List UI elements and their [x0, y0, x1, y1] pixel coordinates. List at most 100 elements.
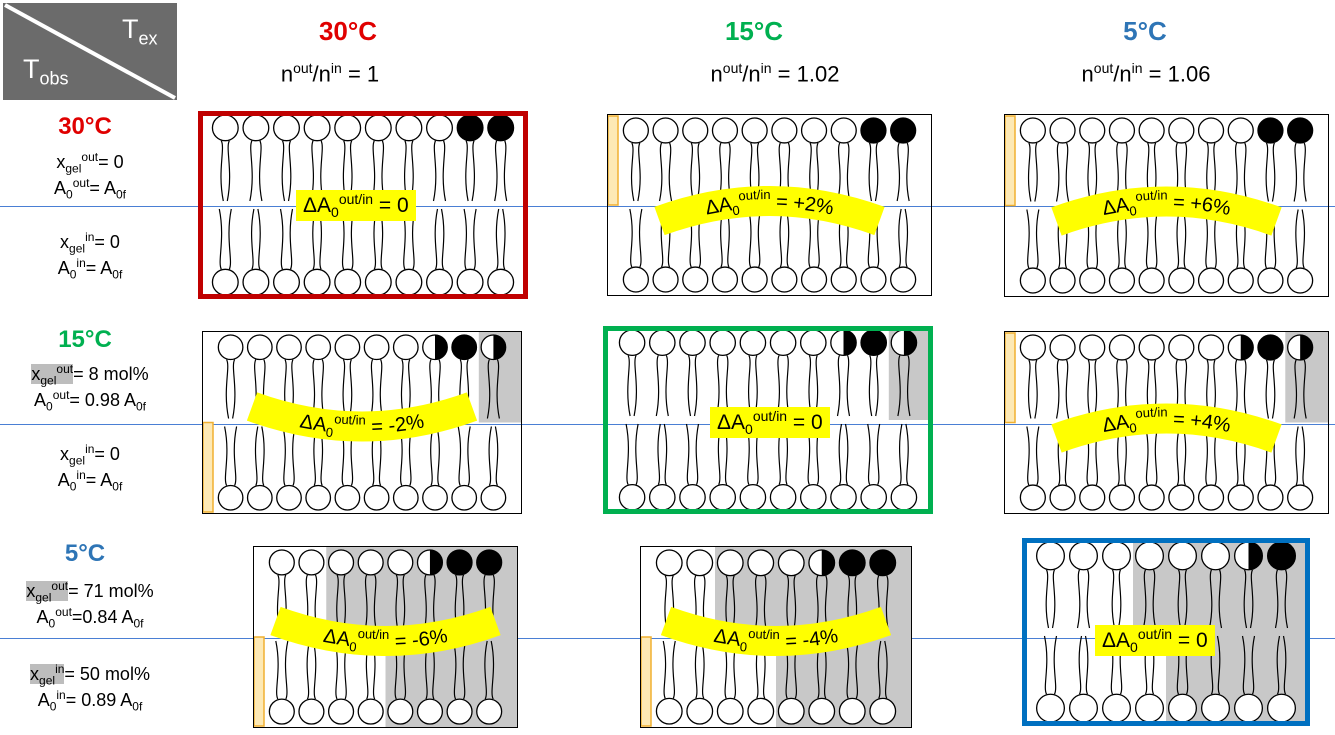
lipid-head — [1101, 693, 1132, 723]
lipid-head — [334, 484, 361, 511]
row-15-out-x: xgelout= 8 mol% — [31, 362, 149, 388]
panel-border — [640, 546, 912, 728]
lipid-head — [890, 483, 918, 511]
lipid-head — [387, 549, 414, 576]
row-15-in-x: xgelin= 0 — [60, 442, 120, 468]
lipid-head — [709, 483, 737, 511]
lipid-head — [298, 549, 325, 576]
lipid-head — [869, 697, 897, 725]
lipid-head — [1200, 693, 1231, 723]
lipid-head — [456, 114, 484, 142]
lipid-head — [716, 697, 744, 725]
lipid-head — [1138, 267, 1165, 294]
lipid-head — [364, 114, 392, 142]
lipid-head — [1227, 267, 1254, 294]
lipid-head — [682, 266, 709, 293]
lipid-head — [771, 117, 798, 144]
lipid-head — [1049, 334, 1076, 361]
lipid-head — [1049, 484, 1076, 511]
lipid-head — [771, 266, 798, 293]
lipid-head — [1287, 267, 1314, 294]
lipid-head — [480, 484, 507, 511]
lipid-head — [869, 549, 897, 577]
lipid-head — [334, 114, 362, 142]
lipid-head — [1138, 117, 1165, 144]
lipid-head — [392, 334, 419, 361]
panel-border — [1004, 331, 1329, 514]
panel-border — [198, 111, 528, 299]
lipid-head — [305, 334, 332, 361]
lipid-head — [276, 334, 302, 361]
lipid-head — [709, 329, 737, 357]
midplane-line-row2 — [0, 424, 1335, 425]
lipid-head — [425, 268, 454, 296]
lipid-head — [1138, 334, 1165, 361]
lipid-head — [769, 483, 797, 511]
lipid-head — [1079, 484, 1106, 511]
tex-label: Tex — [122, 14, 158, 49]
lipid-head — [890, 266, 917, 293]
lipid-head — [1227, 117, 1254, 144]
bilayer-panel-30obs-30ex — [198, 111, 528, 299]
lipid-head — [387, 698, 414, 725]
lipid-head — [648, 329, 676, 357]
lipid-head — [1197, 117, 1225, 144]
lipid-head — [1168, 267, 1195, 294]
lipid-head — [1108, 267, 1136, 294]
lipid-head — [711, 117, 739, 144]
lipid-head — [487, 268, 515, 296]
col-ratio-15: nout/nin = 1.02 — [710, 60, 840, 87]
lipid-head — [618, 329, 646, 357]
lipid-head — [476, 698, 503, 725]
lipid-head — [211, 268, 239, 296]
lipid-head — [217, 334, 244, 361]
lipid-head — [1134, 693, 1165, 723]
lipid-head — [242, 114, 270, 142]
lipid-head — [799, 329, 827, 357]
panel-border — [1022, 538, 1310, 726]
lipid-head — [334, 268, 362, 296]
lipid-head — [711, 266, 739, 293]
lipid-head — [1257, 117, 1284, 144]
lipid-head — [1227, 484, 1254, 511]
lipid-head — [800, 117, 828, 144]
lipid-head — [1138, 484, 1165, 511]
lipid-head — [392, 484, 419, 511]
lipid-head — [652, 266, 679, 293]
col-ratio-30: nout/nin = 1 — [280, 60, 380, 87]
col-ratio-5: nout/nin = 1.06 — [1081, 60, 1211, 87]
lipid-head — [1049, 267, 1076, 294]
lipid-head — [739, 483, 767, 511]
lipid-head — [451, 334, 478, 361]
lipid-head — [1197, 484, 1225, 511]
lipid-head — [686, 549, 714, 577]
lipid-head — [1287, 117, 1314, 144]
lipid-head — [303, 268, 331, 296]
panel-border — [1004, 114, 1329, 297]
lipid-head — [327, 549, 355, 576]
lipid-head — [1134, 541, 1165, 571]
row-30-in-x: xgelin= 0 — [60, 230, 120, 256]
lipid-head — [655, 549, 683, 577]
lipid-head — [1167, 541, 1198, 571]
lipid-head — [838, 549, 866, 577]
lipid-head — [446, 549, 473, 576]
row-5-out-a: A0out=0.84 A0f — [36, 605, 144, 631]
lipid-head — [686, 697, 714, 725]
lipid-head — [747, 549, 775, 577]
lipid-head — [364, 268, 392, 296]
row-15-out-a: A0out= 0.98 A0f — [34, 388, 146, 414]
lipid-head — [476, 549, 503, 576]
lipid-head — [268, 698, 295, 725]
lipid-head — [1168, 484, 1195, 511]
lipid-head — [1257, 267, 1284, 294]
lipid-head — [1266, 541, 1297, 571]
lipid-head — [363, 334, 390, 361]
lipid-head — [1233, 693, 1264, 723]
delta-label-r1c1: ΔA0out/in = 0 — [710, 407, 830, 439]
lipid-head — [268, 549, 295, 576]
lipid-head — [1200, 541, 1231, 571]
lipid-head — [655, 697, 683, 725]
lipid-head — [357, 698, 384, 725]
midplane-line-row3 — [0, 638, 1335, 639]
